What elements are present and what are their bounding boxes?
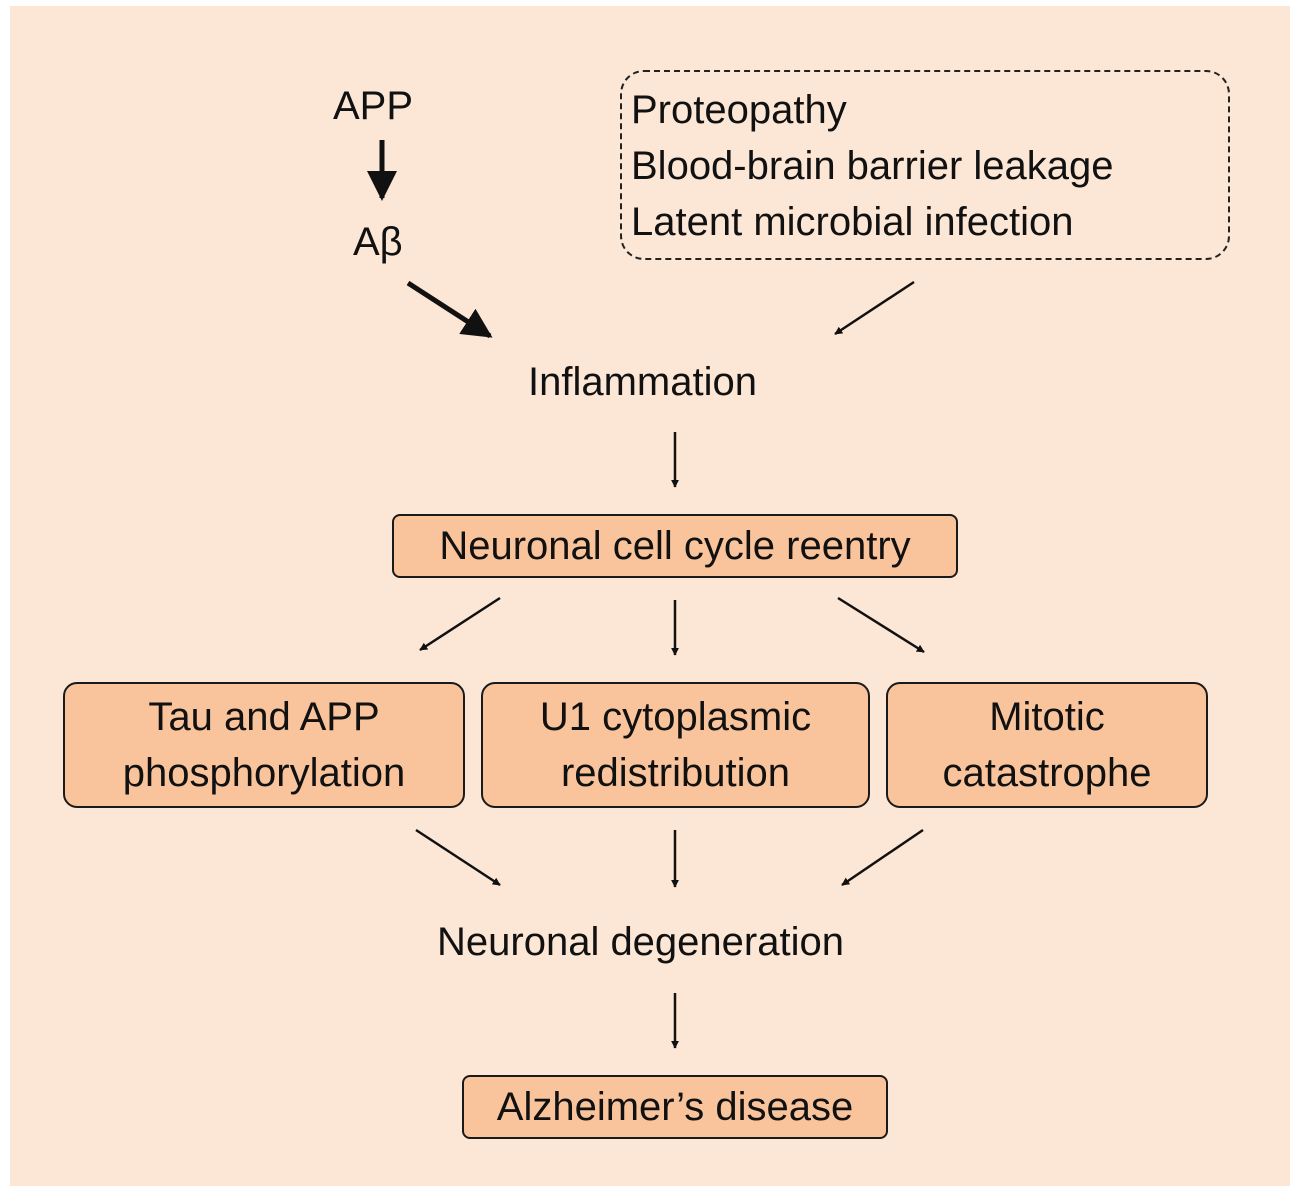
factor-proteopathy: Proteopathy bbox=[631, 88, 847, 132]
arrow-abeta-to-inflammation bbox=[406, 280, 493, 339]
arrow-tau-to-degeneration bbox=[415, 828, 501, 887]
disease-label: Alzheimer’s disease bbox=[496, 1084, 854, 1129]
contributing-factors-box: Proteopathy Blood-brain barrier leakage … bbox=[620, 70, 1230, 260]
u1-line-2: redistribution bbox=[560, 751, 790, 795]
tau-phosphorylation-box: Tau and APP phosphorylation bbox=[63, 682, 465, 808]
arrow-reentry-to-mitotic bbox=[837, 596, 925, 654]
mitotic-line-1: Mitotic bbox=[989, 695, 1105, 739]
mitotic-catastrophe-box: Mitotic catastrophe bbox=[886, 682, 1208, 808]
app-label: APP bbox=[333, 84, 414, 128]
factor-microbial-infection: Latent microbial infection bbox=[631, 200, 1074, 244]
mitotic-line-2: catastrophe bbox=[942, 751, 1152, 795]
abeta-label: Aβ bbox=[353, 220, 403, 264]
inflammation-label: Inflammation bbox=[528, 360, 757, 404]
disease-box: Alzheimer’s disease bbox=[462, 1075, 888, 1139]
reentry-label: Neuronal cell cycle reentry bbox=[439, 523, 911, 568]
degeneration-label: Neuronal degeneration bbox=[437, 920, 844, 964]
tau-line-2: phosphorylation bbox=[122, 751, 406, 795]
arrow-reentry-to-tau bbox=[419, 596, 501, 652]
factor-bbb-leakage: Blood-brain barrier leakage bbox=[631, 144, 1114, 188]
arrow-mitotic-to-degeneration bbox=[841, 828, 924, 887]
diagram-background bbox=[10, 6, 1290, 1186]
reentry-box: Neuronal cell cycle reentry bbox=[392, 514, 958, 578]
u1-line-1: U1 cytoplasmic bbox=[539, 695, 812, 739]
arrow-factors-to-inflammation bbox=[834, 280, 915, 336]
tau-line-1: Tau and APP bbox=[148, 695, 380, 739]
u1-redistribution-box: U1 cytoplasmic redistribution bbox=[481, 682, 870, 808]
